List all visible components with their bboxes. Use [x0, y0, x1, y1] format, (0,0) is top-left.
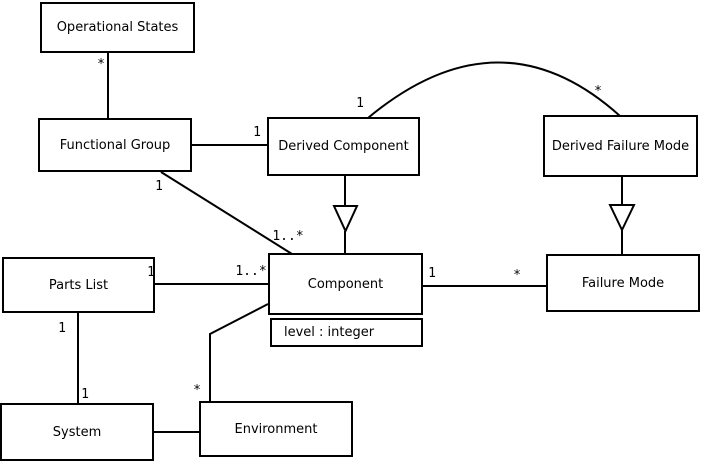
class-label: System [52, 424, 102, 440]
class-label: Functional Group [59, 137, 171, 153]
multiplicity-label: 1 [147, 265, 155, 280]
class-functional-group[interactable]: Functional Group [38, 118, 192, 172]
hollow-triangle-icon [608, 204, 636, 233]
class-label: Derived Component [278, 139, 409, 154]
hollow-triangle-icon [332, 205, 359, 234]
class-system[interactable]: System [0, 403, 154, 461]
class-label: Failure Mode [581, 275, 665, 291]
multiplicity-label: * [513, 268, 521, 283]
class-label: Environment [234, 421, 318, 437]
multiplicity-label: 1..* [235, 264, 266, 279]
attribute-label: level : integer [284, 325, 375, 340]
class-parts-list[interactable]: Parts List [2, 257, 155, 313]
multiplicity-label: * [594, 84, 602, 99]
class-component-attribute-compartment[interactable]: level : integer [270, 318, 423, 347]
multiplicity-label: 1 [253, 125, 261, 140]
edge-derived-component-derived-failure-mode-arc[interactable] [367, 61, 621, 119]
class-label: Derived Failure Mode [551, 138, 690, 154]
generalization-derived-failure-mode-to-failure-mode[interactable] [608, 177, 636, 255]
class-component[interactable]: Component [268, 253, 423, 315]
edge-environment-component[interactable] [209, 303, 269, 401]
class-derived-failure-mode[interactable]: Derived Failure Mode [543, 115, 698, 177]
generalization-derived-component-to-component[interactable] [332, 176, 359, 254]
multiplicity-label: 1 [155, 179, 163, 194]
class-label: Parts List [48, 277, 109, 293]
class-operational-states[interactable]: Operational States [40, 2, 195, 53]
multiplicity-label: 1 [58, 321, 66, 336]
multiplicity-label: 1 [81, 387, 89, 402]
multiplicity-label: * [97, 57, 105, 72]
class-derived-component[interactable]: Derived Component [267, 117, 420, 176]
class-label: Component [307, 276, 384, 292]
multiplicity-label: 1 [428, 266, 436, 281]
multiplicity-label: 1 [356, 96, 364, 111]
class-label: Operational States [56, 20, 179, 35]
class-failure-mode[interactable]: Failure Mode [546, 254, 700, 312]
multiplicity-label: 1..* [272, 229, 303, 244]
multiplicity-label: * [193, 383, 201, 398]
class-environment[interactable]: Environment [199, 401, 353, 457]
edge-functional-group-component[interactable] [160, 171, 293, 255]
